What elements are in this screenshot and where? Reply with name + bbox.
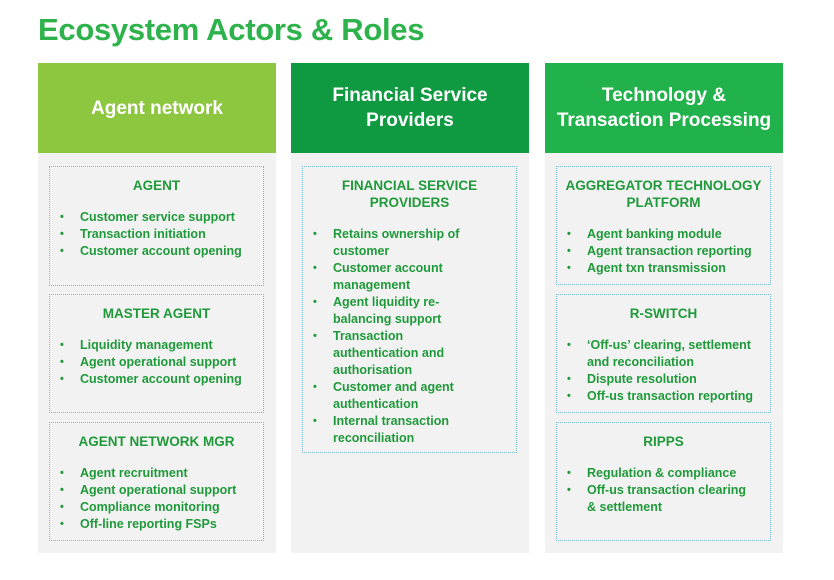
- list-item: Agent operational support: [60, 354, 255, 371]
- list-item: Transaction authentication and authorisa…: [313, 328, 508, 379]
- column-header-label: Financial Service Providers: [332, 85, 488, 131]
- actor-box-agent-network-mgr: AGENT NETWORK MGR Agent recruitment Agen…: [49, 422, 264, 541]
- list-item: Off-line reporting FSPs: [60, 516, 255, 533]
- column-header: Agent network: [38, 63, 276, 153]
- box-title: FINANCIAL SERVICE PROVIDERS: [341, 178, 478, 210]
- box-title: AGENT: [132, 178, 181, 193]
- list-item: Customer account opening: [60, 243, 255, 260]
- role-list: Customer service support Transaction ini…: [58, 209, 255, 260]
- page-title: Ecosystem Actors & Roles: [38, 12, 425, 47]
- box-title: AGENT NETWORK MGR: [78, 434, 235, 449]
- list-item: Compliance monitoring: [60, 499, 255, 516]
- box-title: AGGREGATOR TECHNOLOGY PLATFORM: [565, 178, 762, 210]
- list-item: Customer and agent authentication: [313, 379, 508, 413]
- list-item: Transaction initiation: [60, 226, 255, 243]
- actor-box-financial-service-providers: FINANCIAL SERVICE PROVIDERS Retains owne…: [302, 166, 517, 453]
- role-list: Regulation & compliance Off-us transacti…: [565, 465, 762, 516]
- list-item: Customer service support: [60, 209, 255, 226]
- list-item: Agent recruitment: [60, 465, 255, 482]
- role-list: Liquidity management Agent operational s…: [58, 337, 255, 388]
- list-item: Agent operational support: [60, 482, 255, 499]
- box-title: RIPPS: [643, 434, 684, 449]
- list-item: Customer account opening: [60, 371, 255, 388]
- column-agent-network: Agent network AGENT Customer service sup…: [38, 63, 276, 553]
- actor-box-r-switch: R-SWITCH ‘Off-us’ clearing, settlement a…: [556, 294, 771, 413]
- list-item: Agent liquidity re- balancing support: [313, 294, 508, 328]
- list-item: Off-us transaction clearing & settlement: [567, 482, 762, 516]
- list-item: ‘Off-us’ clearing, settlement and reconc…: [567, 337, 762, 371]
- list-item: Agent txn transmission: [567, 260, 762, 277]
- role-list: Agent recruitment Agent operational supp…: [58, 465, 255, 533]
- list-item: Retains ownership of customer: [313, 226, 508, 260]
- list-item: Agent transaction reporting: [567, 243, 762, 260]
- column-header: Technology & Transaction Processing: [545, 63, 783, 153]
- list-item: Liquidity management: [60, 337, 255, 354]
- box-title: MASTER AGENT: [102, 306, 211, 321]
- list-item: Off-us transaction reporting: [567, 388, 762, 405]
- column-header-label: Technology & Transaction Processing: [556, 85, 772, 131]
- list-item: Internal transaction reconciliation: [313, 413, 508, 447]
- column-technology-transaction-processing: Technology & Transaction Processing AGGR…: [545, 63, 783, 553]
- actor-box-ripps: RIPPS Regulation & compliance Off-us tra…: [556, 422, 771, 541]
- list-item: Dispute resolution: [567, 371, 762, 388]
- list-item: Agent banking module: [567, 226, 762, 243]
- role-list: Agent banking module Agent transaction r…: [565, 226, 762, 277]
- role-list: Retains ownership of customer Customer a…: [311, 226, 508, 447]
- column-financial-service-providers: Financial Service Providers FINANCIAL SE…: [291, 63, 529, 553]
- list-item: Customer account management: [313, 260, 508, 294]
- column-header: Financial Service Providers: [291, 63, 529, 153]
- column-header-label: Agent network: [91, 97, 223, 119]
- actor-box-agent: AGENT Customer service support Transacti…: [49, 166, 264, 286]
- box-title: R-SWITCH: [629, 306, 698, 321]
- role-list: ‘Off-us’ clearing, settlement and reconc…: [565, 337, 762, 405]
- list-item: Regulation & compliance: [567, 465, 762, 482]
- actor-box-master-agent: MASTER AGENT Liquidity management Agent …: [49, 294, 264, 413]
- actor-box-aggregator-technology-platform: AGGREGATOR TECHNOLOGY PLATFORM Agent ban…: [556, 166, 771, 285]
